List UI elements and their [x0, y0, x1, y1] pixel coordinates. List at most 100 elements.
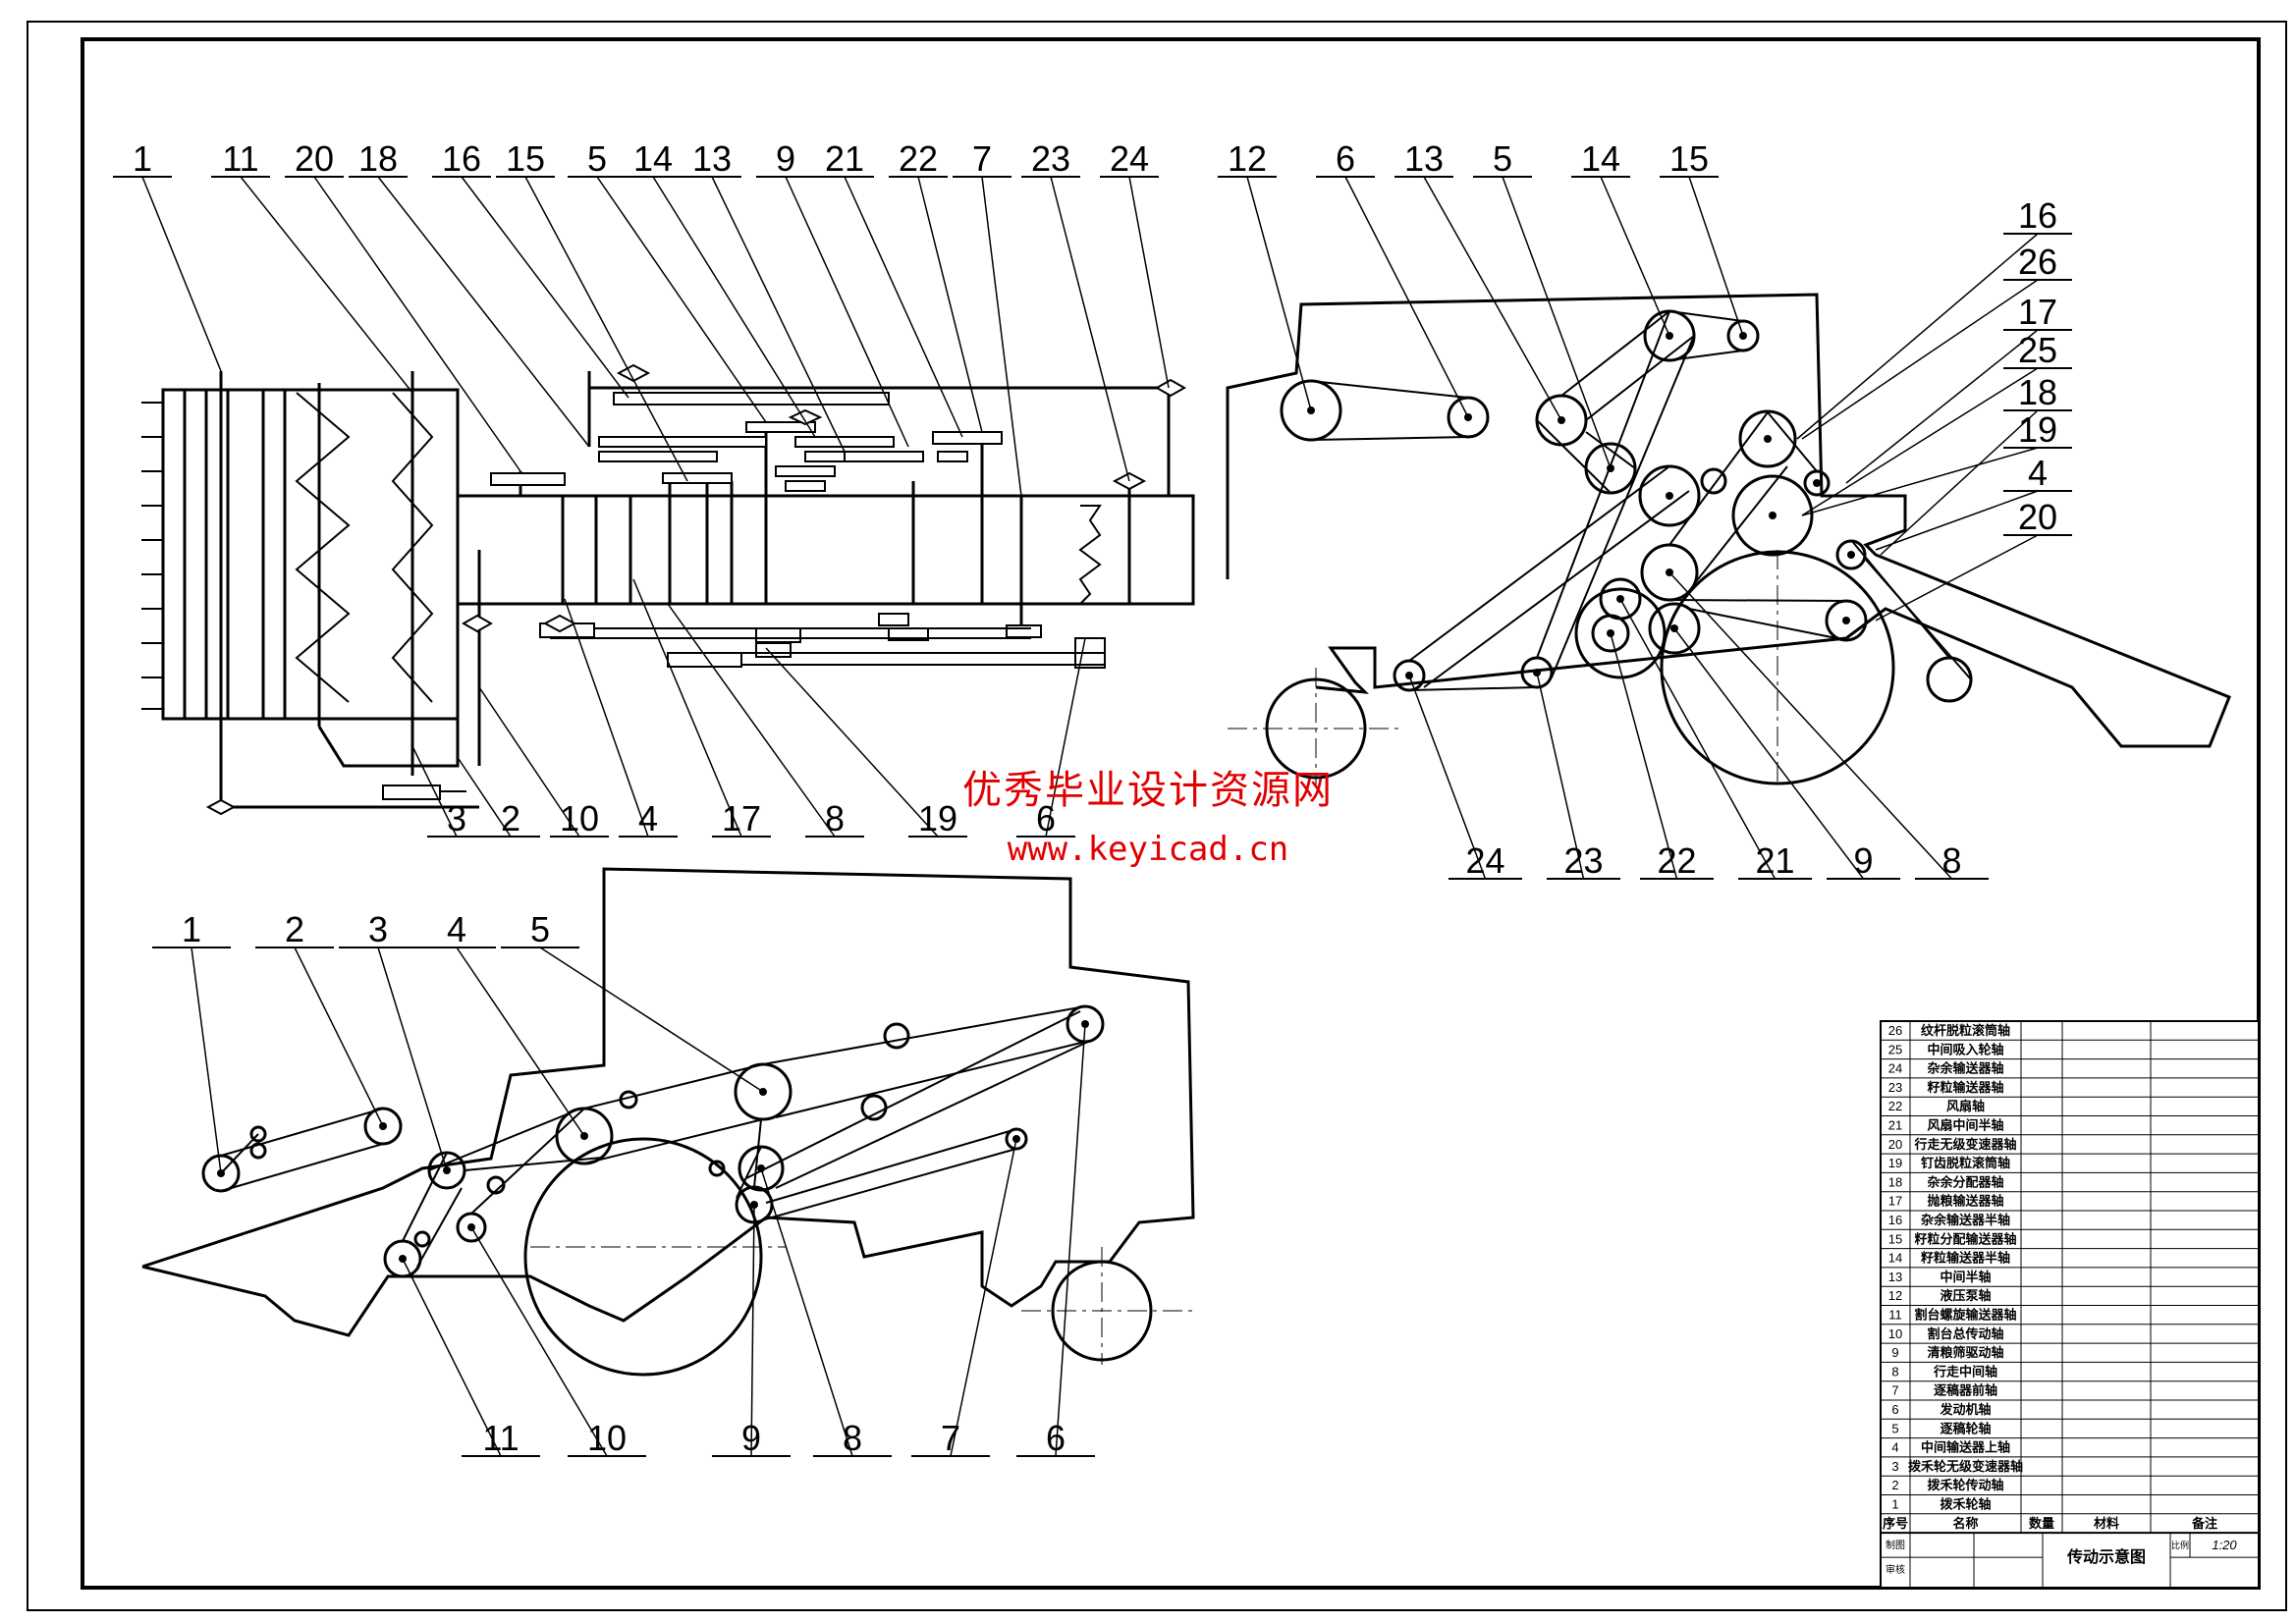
side-bottom-label-24-leader [1408, 675, 1487, 880]
top-label-22: 22 [899, 138, 938, 179]
lower-top-label-3-leader [377, 947, 448, 1171]
parts-row-no: 15 [1888, 1231, 1902, 1246]
side-right-label-19-leader [1801, 447, 2039, 516]
top-bottom-label-10-leader [478, 686, 580, 838]
side-bottom-label-24: 24 [1465, 840, 1504, 881]
side-right-label-18: 18 [2018, 372, 2057, 412]
top-bottom-label-19: 19 [918, 798, 957, 839]
top-label-11-leader [240, 176, 413, 394]
side-top-label-14: 14 [1581, 138, 1620, 179]
parts-row-name: 中间输送器上轴 [1921, 1440, 2010, 1455]
side-right-label-4-leader [1875, 490, 2039, 551]
top-label-1: 1 [133, 138, 152, 179]
parts-row-name: 籽粒输送器半轴 [1921, 1251, 2010, 1266]
lower-bottom-label-11: 11 [482, 1418, 519, 1458]
side-right-label-16-leader [1796, 233, 2039, 440]
parts-row-no: 26 [1888, 1023, 1902, 1038]
outer-border [27, 21, 2287, 1611]
parts-row-no: 13 [1888, 1270, 1902, 1284]
top-label-7-leader [981, 176, 1022, 497]
parts-row-name: 中间吸入轮轴 [1927, 1042, 2003, 1056]
parts-row-no: 16 [1888, 1213, 1902, 1227]
lower-bottom-label-8-leader [760, 1167, 853, 1457]
parts-row-name: 逐稿器前轴 [1934, 1383, 1997, 1398]
side-top-label-12-leader [1246, 176, 1312, 411]
parts-row-no: 4 [1891, 1440, 1898, 1455]
parts-row-no: 20 [1888, 1137, 1902, 1152]
top-label-7: 7 [972, 138, 992, 179]
lower-top-label-2-leader [294, 947, 384, 1127]
side-bottom-label-8: 8 [1941, 840, 1961, 881]
parts-row-name: 抛粮输送器轴 [1927, 1194, 2003, 1209]
parts-row-no: 18 [1888, 1174, 1902, 1189]
parts-header-cell: 备注 [2191, 1516, 2217, 1531]
parts-row-name: 风扇中间半轴 [1927, 1118, 2003, 1133]
parts-row-no: 8 [1891, 1364, 1898, 1379]
lower-top-label-5: 5 [530, 909, 550, 949]
parts-row-name: 籽粒输送器轴 [1927, 1080, 2003, 1095]
parts-row-no: 25 [1888, 1042, 1902, 1056]
parts-row-no: 10 [1888, 1326, 1902, 1341]
parts-row-name: 拨禾轮轴 [1940, 1497, 1991, 1512]
top-label-18-leader [377, 176, 590, 448]
top-label-16: 16 [442, 138, 481, 179]
parts-row-name: 割台螺旋输送器轴 [1914, 1308, 2016, 1323]
top-label-14-leader [652, 176, 816, 438]
top-label-5-leader [596, 176, 767, 423]
parts-row-name: 行走无级变速器轴 [1913, 1137, 2016, 1152]
top-view-diagram [141, 363, 1195, 816]
lower-bottom-label-6: 6 [1046, 1418, 1066, 1458]
side-right-label-20: 20 [2018, 497, 2057, 537]
top-label-20: 20 [295, 138, 334, 179]
side-right-label-26: 26 [2018, 242, 2057, 282]
side-right-label-4: 4 [2028, 453, 2048, 493]
side-bottom-label-21-leader [1619, 598, 1777, 880]
parts-row-no: 11 [1888, 1308, 1902, 1323]
top-label-24-leader [1128, 176, 1170, 389]
top-label-13-leader [711, 176, 846, 453]
lower-top-label-3: 3 [368, 909, 388, 949]
side-right-label-19: 19 [2018, 409, 2057, 450]
top-label-22-leader [917, 176, 983, 433]
top-label-9-leader [785, 176, 909, 448]
top-bottom-label-4-leader [564, 598, 649, 838]
side-right-label-20-leader [1875, 534, 2039, 622]
parts-row-name: 杂余输送器半轴 [1921, 1213, 2010, 1227]
parts-row-name: 风扇轴 [1946, 1099, 1985, 1113]
parts-row-name: 清粮筛驱动轴 [1927, 1345, 2003, 1360]
parts-row-name: 液压泵轴 [1940, 1288, 1991, 1303]
top-bottom-label-10: 10 [560, 798, 599, 839]
side-top-label-15: 15 [1669, 138, 1709, 179]
side-bottom-label-23: 23 [1563, 840, 1603, 881]
side-bottom-label-22: 22 [1657, 840, 1696, 881]
parts-row-name: 割台总传动轴 [1927, 1326, 2003, 1341]
side-top-label-14-leader [1600, 176, 1670, 337]
top-label-15: 15 [506, 138, 545, 179]
side-top-label-13: 13 [1404, 138, 1444, 179]
top-label-11: 11 [222, 138, 258, 179]
side-bottom-label-23-leader [1536, 672, 1585, 880]
side-top-label-6: 6 [1336, 138, 1355, 179]
side-top-label-6-leader [1344, 176, 1469, 418]
lower-top-label-5-leader [539, 947, 764, 1093]
side-bottom-label-9: 9 [1853, 840, 1873, 881]
top-bottom-label-3: 3 [447, 798, 466, 839]
side-bottom-label-21: 21 [1755, 840, 1794, 881]
scale-label: 比例 [2171, 1540, 2189, 1550]
watermark-url: www.keyicad.cn [1007, 830, 1289, 869]
lower-bottom-label-11-leader [402, 1258, 502, 1457]
lower-bottom-label-9-leader [750, 1204, 755, 1457]
lower-bottom-label-7-leader [950, 1138, 1017, 1457]
lower-bottom-label-10: 10 [587, 1418, 627, 1458]
parts-row-no: 23 [1888, 1080, 1902, 1095]
side-right-label-17: 17 [2018, 292, 2057, 332]
top-bottom-label-6-leader [1045, 637, 1086, 838]
watermark-text: 优秀毕业设计资源网 [962, 768, 1334, 813]
top-label-23-leader [1050, 176, 1130, 482]
parts-row-name: 发动机轴 [1939, 1402, 1991, 1417]
parts-row-name: 钉齿脱粒滚筒轴 [1921, 1156, 2010, 1170]
